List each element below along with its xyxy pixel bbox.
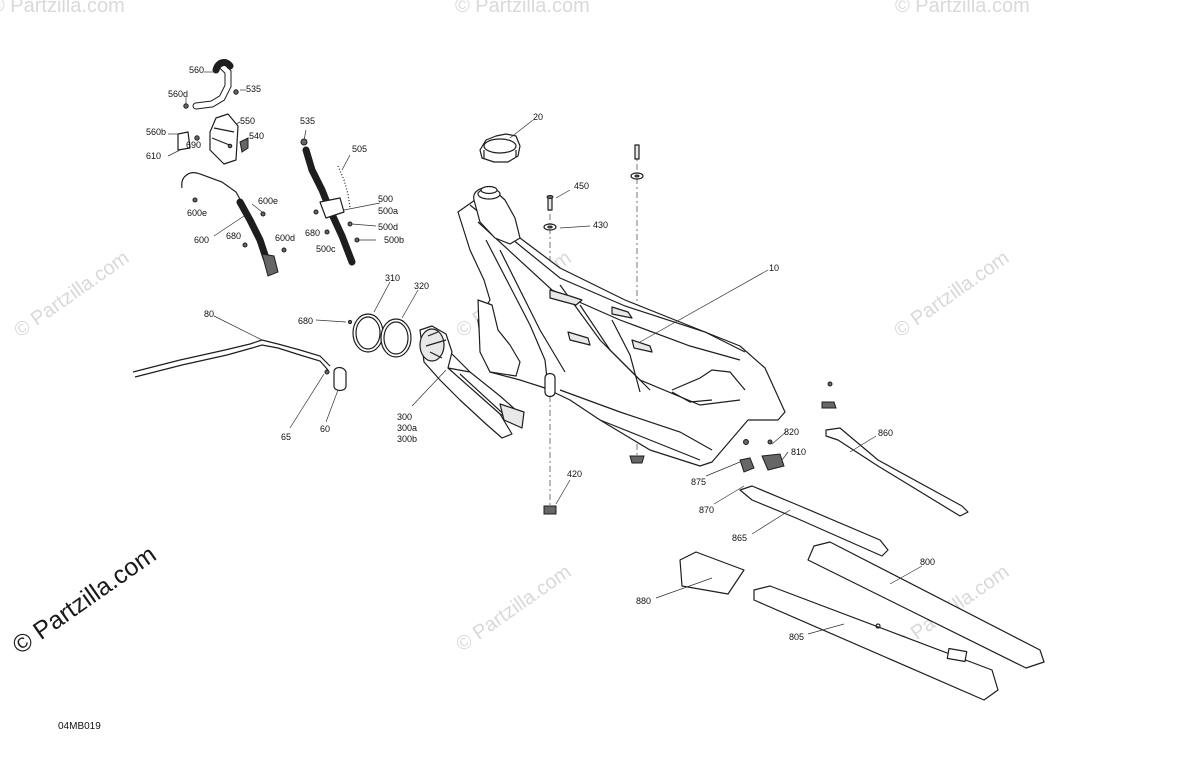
callout-600e: 600e [187, 208, 207, 218]
callout-820: 820 [784, 427, 799, 437]
watermark-text: © Partzilla.com [890, 247, 1013, 342]
watermark-text: © Partzilla.com [452, 561, 575, 656]
callout-320: 320 [414, 281, 429, 291]
callout-860: 860 [878, 428, 893, 438]
bolt-washer-set [543, 144, 645, 515]
callout-560: 560 [189, 65, 204, 75]
callout-80: 80 [204, 309, 214, 319]
heat-shields [679, 541, 1045, 701]
watermark-text-large: © Partzilla.com [7, 540, 161, 660]
watermark-text: © Partzilla.com [455, 0, 590, 17]
callout-550: 550 [240, 116, 255, 126]
callout-800: 800 [920, 557, 935, 567]
callout-540: 540 [249, 131, 264, 141]
callout-560b: 560b [146, 127, 166, 137]
callout-450: 450 [574, 181, 589, 191]
callout-300: 300 [397, 412, 412, 422]
callout-500: 500 [378, 194, 393, 204]
callout-600: 600 [194, 235, 209, 245]
callout-500a: 500a [378, 206, 398, 216]
callout-600e: 600e [258, 196, 278, 206]
callout-labels: 560 535 560d 550 540 560b 690 610 600e 6… [146, 65, 935, 642]
callout-560d: 560d [168, 89, 188, 99]
callout-500c: 500c [316, 244, 336, 254]
callout-20: 20 [533, 112, 543, 122]
callout-310: 310 [385, 273, 400, 283]
callout-10: 10 [769, 263, 779, 273]
callout-880: 880 [636, 596, 651, 606]
leader-lines [167, 71, 923, 635]
callout-430: 430 [593, 220, 608, 230]
callout-610: 610 [146, 151, 161, 161]
callout-680: 680 [226, 231, 241, 241]
callout-875: 875 [691, 477, 706, 487]
fuel-tank [457, 185, 786, 467]
callout-500d: 500d [378, 222, 398, 232]
callout-300b: 300b [397, 434, 417, 444]
vent-hose-assembly [177, 59, 249, 165]
callout-600d: 600d [275, 233, 295, 243]
callout-805: 805 [789, 632, 804, 642]
watermark-text: © Partzilla.com [895, 0, 1030, 17]
callout-680: 680 [305, 228, 320, 238]
callout-810: 810 [791, 447, 806, 457]
fuel-tube [132, 339, 347, 392]
callout-505: 505 [352, 144, 367, 154]
mounting-brackets [739, 381, 969, 557]
hose-500 [300, 138, 360, 266]
callout-535: 535 [300, 116, 315, 126]
callout-680: 680 [298, 316, 313, 326]
callout-500b: 500b [384, 235, 404, 245]
hose-600 [181, 172, 287, 277]
callout-870: 870 [699, 505, 714, 515]
callout-60: 60 [320, 424, 330, 434]
callout-690: 690 [186, 140, 201, 150]
callout-865: 865 [732, 533, 747, 543]
callout-420: 420 [567, 469, 582, 479]
fuel-cap [479, 133, 521, 163]
callout-65: 65 [281, 432, 291, 442]
callout-300a: 300a [397, 423, 417, 433]
callout-535: 535 [246, 84, 261, 94]
watermark-text: © Partzilla.com [10, 247, 133, 342]
diagram-code: 04MB019 [58, 721, 101, 732]
fuel-pump-assembly [347, 313, 525, 439]
watermark-text: © Partzilla.com [0, 0, 125, 17]
